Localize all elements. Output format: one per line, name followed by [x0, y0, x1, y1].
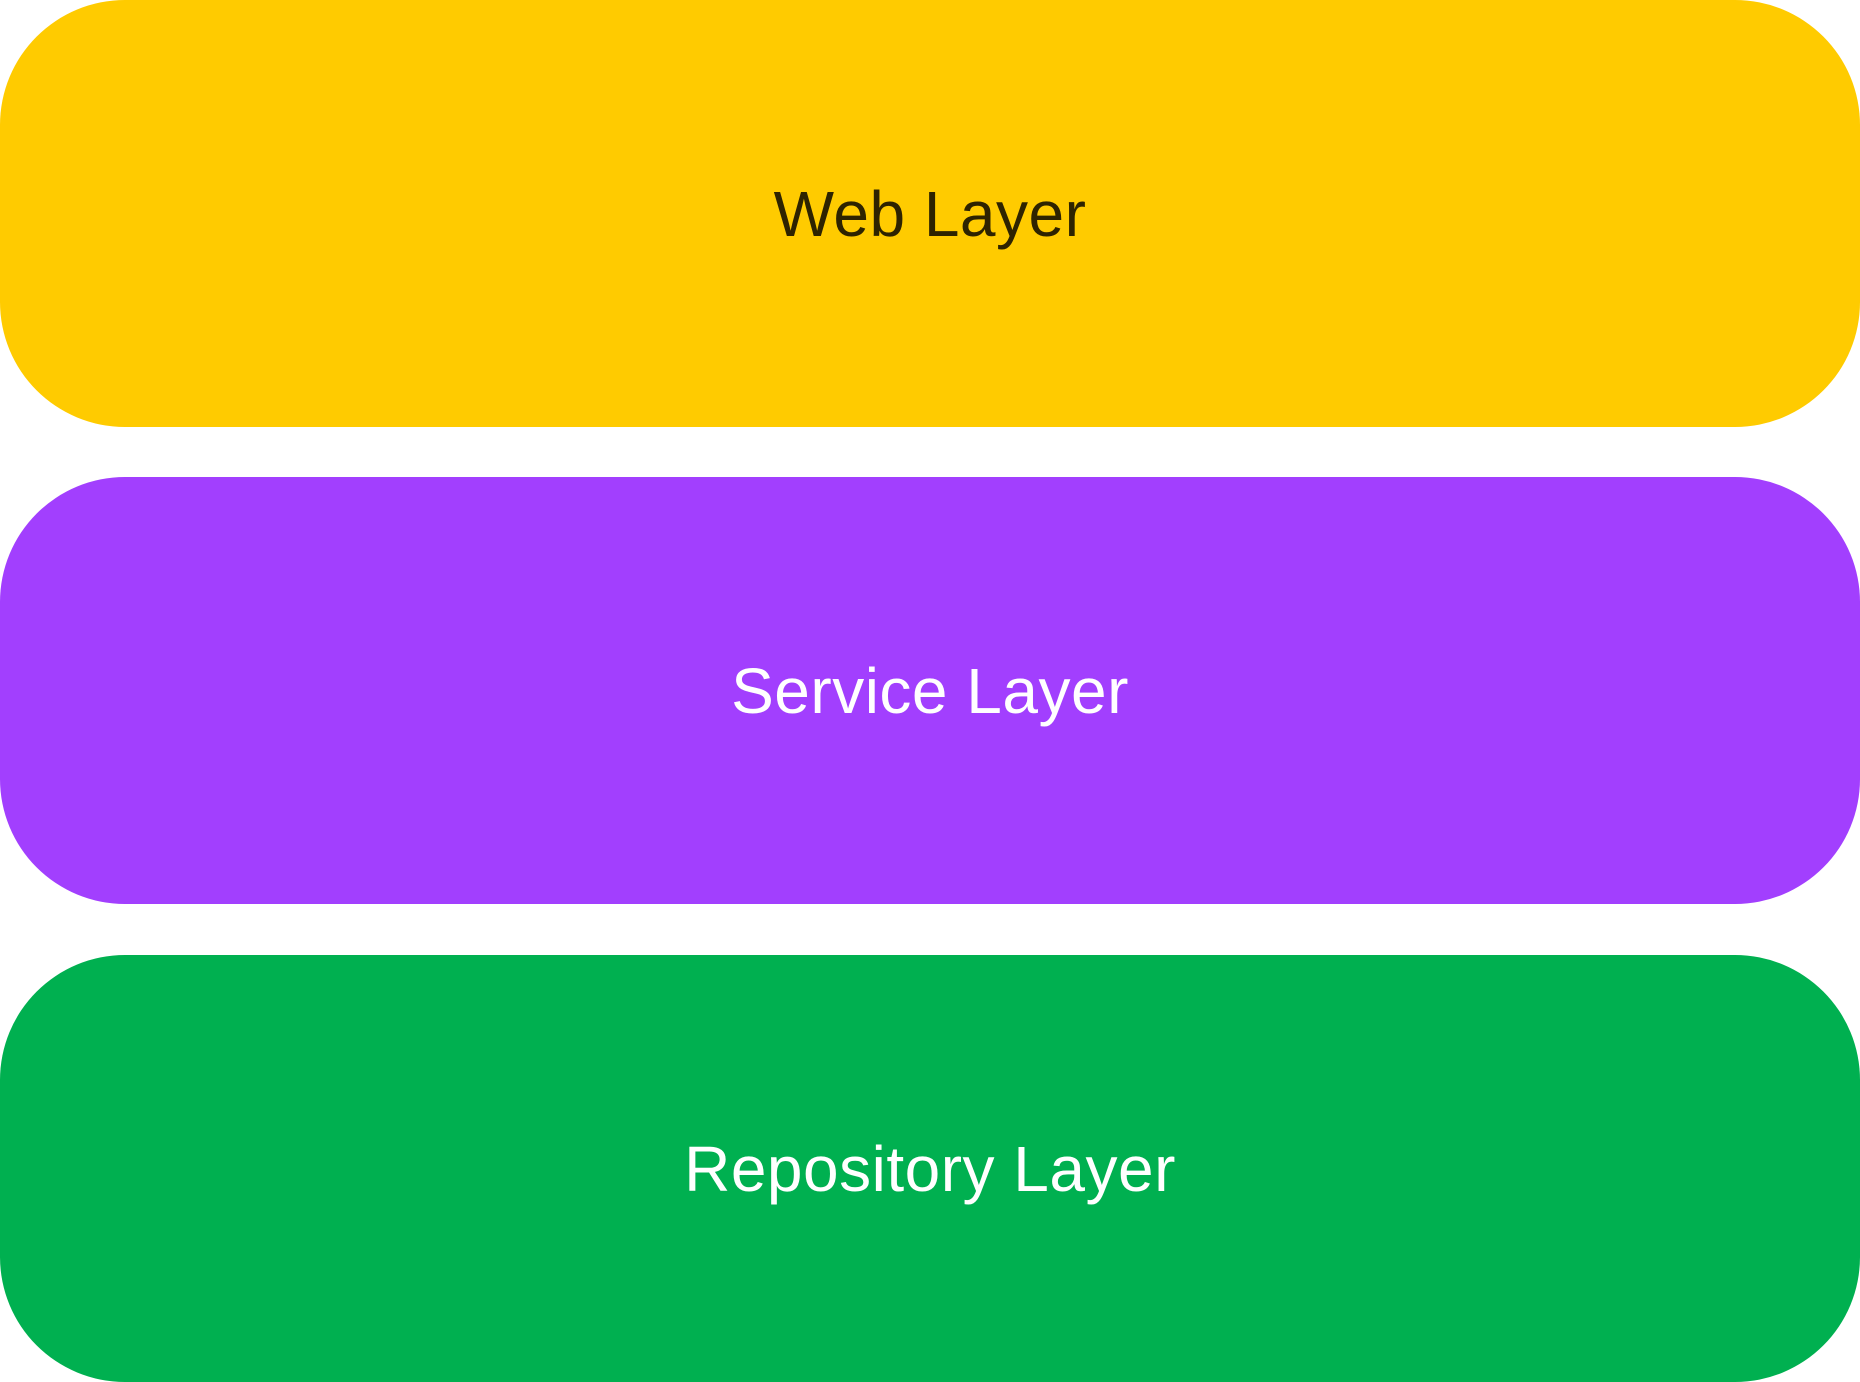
web-layer-block: Web Layer — [0, 0, 1860, 427]
repository-layer-block: Repository Layer — [0, 955, 1860, 1382]
service-layer-label: Service Layer — [731, 654, 1129, 727]
web-layer-label: Web Layer — [773, 177, 1087, 250]
service-layer-block: Service Layer — [0, 477, 1860, 904]
repository-layer-label: Repository Layer — [684, 1132, 1176, 1205]
